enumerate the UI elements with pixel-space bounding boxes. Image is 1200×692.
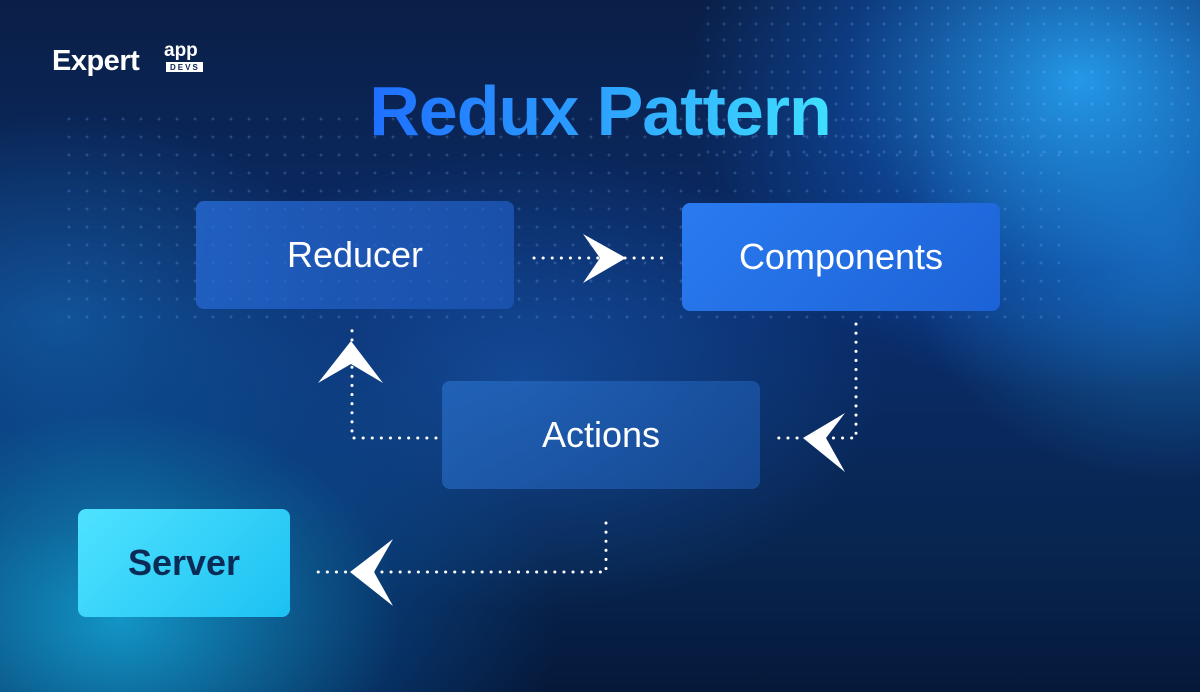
node-components: Components [682,203,1000,311]
page-title: Redux Pattern [369,66,832,156]
arrowhead-right-icon [583,234,626,283]
node-actions: Actions [442,381,760,489]
edge-components-to-actions [770,322,858,440]
edge-actions-to-reducer [350,322,438,440]
logo-app-text: app [164,40,198,61]
brand-logo: Expert app DEVS [52,40,222,80]
arrowhead-up-icon [318,341,383,383]
arrowhead-left-server-icon [350,539,393,606]
node-reducer: Reducer [196,201,514,309]
title-container: Redux Pattern [0,66,1200,156]
logo-main-text: Expert [52,45,140,77]
logo-devs-text: DEVS [166,62,203,72]
node-server: Server [78,509,290,617]
dot-pattern-top-right [700,0,1200,160]
arrowhead-left-icon [803,413,845,472]
